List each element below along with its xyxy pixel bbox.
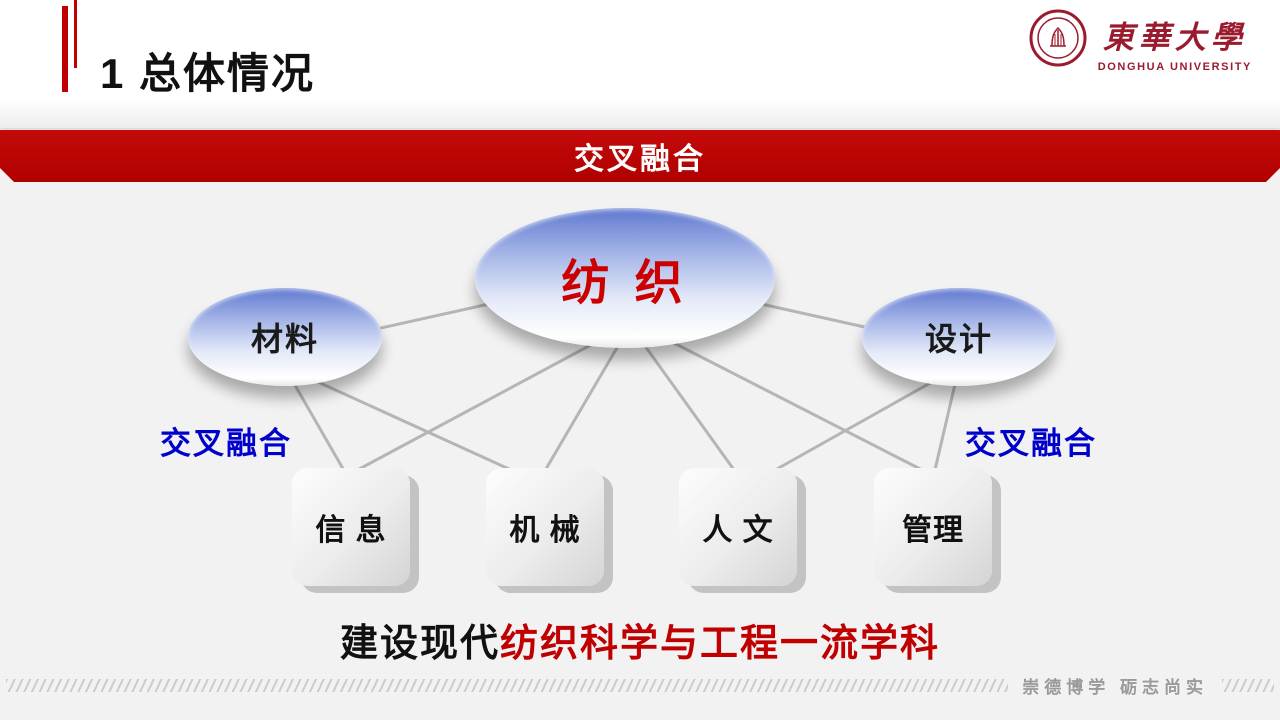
slogan-red-part: 纺织科学与工程一流学科 xyxy=(500,623,941,665)
connector-line xyxy=(290,379,348,475)
slogan-black-part: 建设现代 xyxy=(339,623,500,665)
box-machinery: 机 械 xyxy=(486,468,604,586)
connector-line xyxy=(643,345,739,475)
banner-label: 交叉融合 xyxy=(574,143,706,176)
connector-line xyxy=(317,380,521,476)
slide-footer: 崇德博学 砺志尚实 xyxy=(0,676,1280,697)
ellipse-materials: 材料 xyxy=(188,288,382,386)
ellipse-textile: 纺 织 xyxy=(475,208,775,348)
ellipse-design: 设计 xyxy=(862,288,1056,386)
cross-fusion-label-right: 交叉融合 xyxy=(965,426,1097,461)
box-humanities: 人 文 xyxy=(679,468,797,586)
connector-line xyxy=(932,379,958,475)
university-seal-icon xyxy=(1029,9,1087,67)
connector-line xyxy=(371,300,499,332)
decor-red-bar xyxy=(62,6,68,92)
decor-red-bar xyxy=(74,0,77,68)
hatch-pattern xyxy=(6,678,1009,692)
ellipse-textile-label: 纺 织 xyxy=(561,257,689,310)
connector-line xyxy=(541,345,620,475)
page-title: 1 总体情况 xyxy=(100,50,316,97)
slogan: 建设现代纺织科学与工程一流学科 xyxy=(0,612,1280,667)
connector-line xyxy=(667,338,931,476)
connector-line xyxy=(751,300,879,332)
university-name: 東華大學 DONGHUA UNIVERSITY xyxy=(1098,8,1252,73)
box-information: 信 息 xyxy=(292,468,410,586)
hatch-pattern xyxy=(1222,678,1274,692)
section-banner: 交叉融合 xyxy=(0,130,1280,182)
cross-fusion-label-left: 交叉融合 xyxy=(160,426,292,461)
box-management: 管理 xyxy=(874,468,992,586)
university-name-en: DONGHUA UNIVERSITY xyxy=(1097,61,1252,73)
connector-line xyxy=(349,338,601,476)
ellipse-design-label: 设计 xyxy=(924,321,993,357)
university-motto: 崇德博学 砺志尚实 xyxy=(1022,677,1208,697)
university-logo: 東華大學 DONGHUA UNIVERSITY xyxy=(1028,8,1252,73)
university-name-cn: 東華大學 xyxy=(1102,20,1247,55)
ellipse-materials-label: 材料 xyxy=(250,321,319,357)
slide-header: 1 总体情况 東華大學 DONGHUA UNIVERSITY xyxy=(0,0,1280,128)
connector-line xyxy=(767,380,933,476)
